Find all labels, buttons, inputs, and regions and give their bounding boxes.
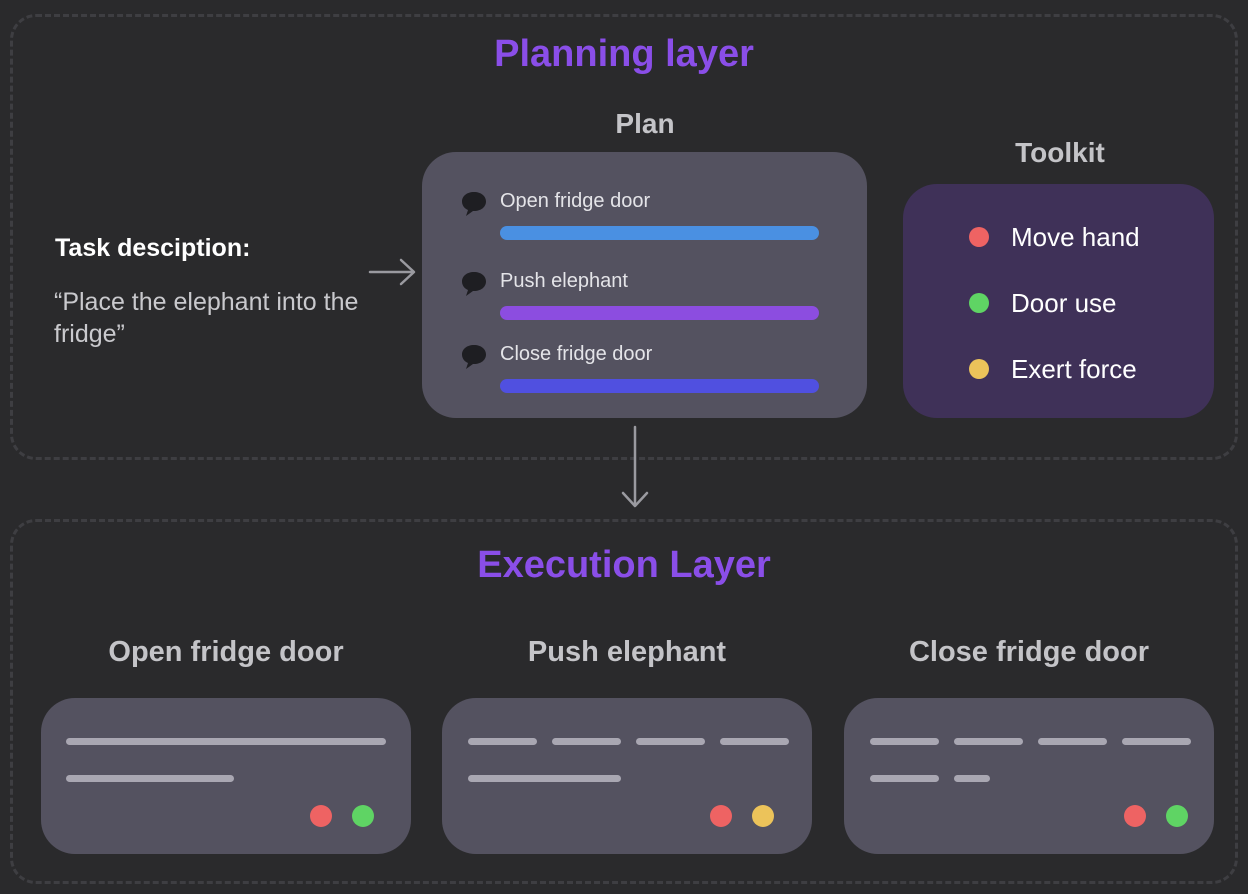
placeholder-line — [954, 738, 1023, 745]
status-dot — [1166, 805, 1188, 827]
placeholder-line — [468, 775, 621, 782]
placeholder-line — [636, 738, 705, 745]
plan-title: Plan — [615, 108, 675, 139]
plan-item-bar — [500, 226, 819, 240]
placeholder-line — [66, 738, 386, 745]
execution-step-card — [844, 698, 1214, 854]
task-description-label: Task desciption: — [55, 234, 251, 262]
plan-item-label: Close fridge door — [500, 343, 653, 365]
plan-item-label: Push elephant — [500, 270, 628, 292]
toolkit-title: Toolkit — [1015, 137, 1105, 168]
placeholder-line — [1038, 738, 1107, 745]
execution-layer-container — [10, 519, 1238, 884]
status-dot — [310, 805, 332, 827]
placeholder-line — [66, 775, 234, 782]
placeholder-line — [870, 738, 939, 745]
execution-step-title: Open fridge door — [108, 636, 344, 668]
plan-item: Open fridge door — [422, 189, 867, 249]
right-arrow-icon — [368, 258, 416, 286]
status-dot — [752, 805, 774, 827]
toolkit-card: Move hand Door use Exert force — [903, 184, 1214, 418]
speech-bubble-icon — [462, 272, 486, 296]
execution-layer-title: Execution Layer — [477, 544, 771, 586]
execution-step-title: Close fridge door — [908, 636, 1150, 668]
execution-step-card — [442, 698, 812, 854]
speech-bubble-icon — [462, 345, 486, 369]
status-dot — [969, 227, 989, 247]
execution-step-title: Push elephant — [527, 636, 727, 668]
plan-item: Push elephant — [422, 269, 867, 329]
placeholder-line — [552, 738, 621, 745]
placeholder-line — [870, 775, 939, 782]
placeholder-line — [1122, 738, 1191, 745]
plan-item-bar — [500, 379, 819, 393]
toolkit-item-label: Exert force — [1011, 354, 1137, 384]
status-dot — [710, 805, 732, 827]
planning-layer-title: Planning layer — [494, 33, 754, 75]
placeholder-line — [720, 738, 789, 745]
speech-bubble-icon — [462, 192, 486, 216]
status-dot — [352, 805, 374, 827]
status-dot — [969, 359, 989, 379]
plan-item-label: Open fridge door — [500, 190, 651, 212]
plan-item-bar — [500, 306, 819, 320]
down-arrow-icon — [621, 425, 649, 508]
status-dot — [969, 293, 989, 313]
toolkit-item-label: Door use — [1011, 288, 1117, 318]
status-dot — [1124, 805, 1146, 827]
task-description-text: “Place the elephant into the fridge” — [54, 288, 359, 348]
execution-step-card — [41, 698, 411, 854]
placeholder-line — [468, 738, 537, 745]
plan-item: Close fridge door — [422, 342, 867, 402]
planning-layer-container — [10, 14, 1238, 460]
placeholder-line — [954, 775, 990, 782]
toolkit-item-label: Move hand — [1011, 222, 1140, 252]
